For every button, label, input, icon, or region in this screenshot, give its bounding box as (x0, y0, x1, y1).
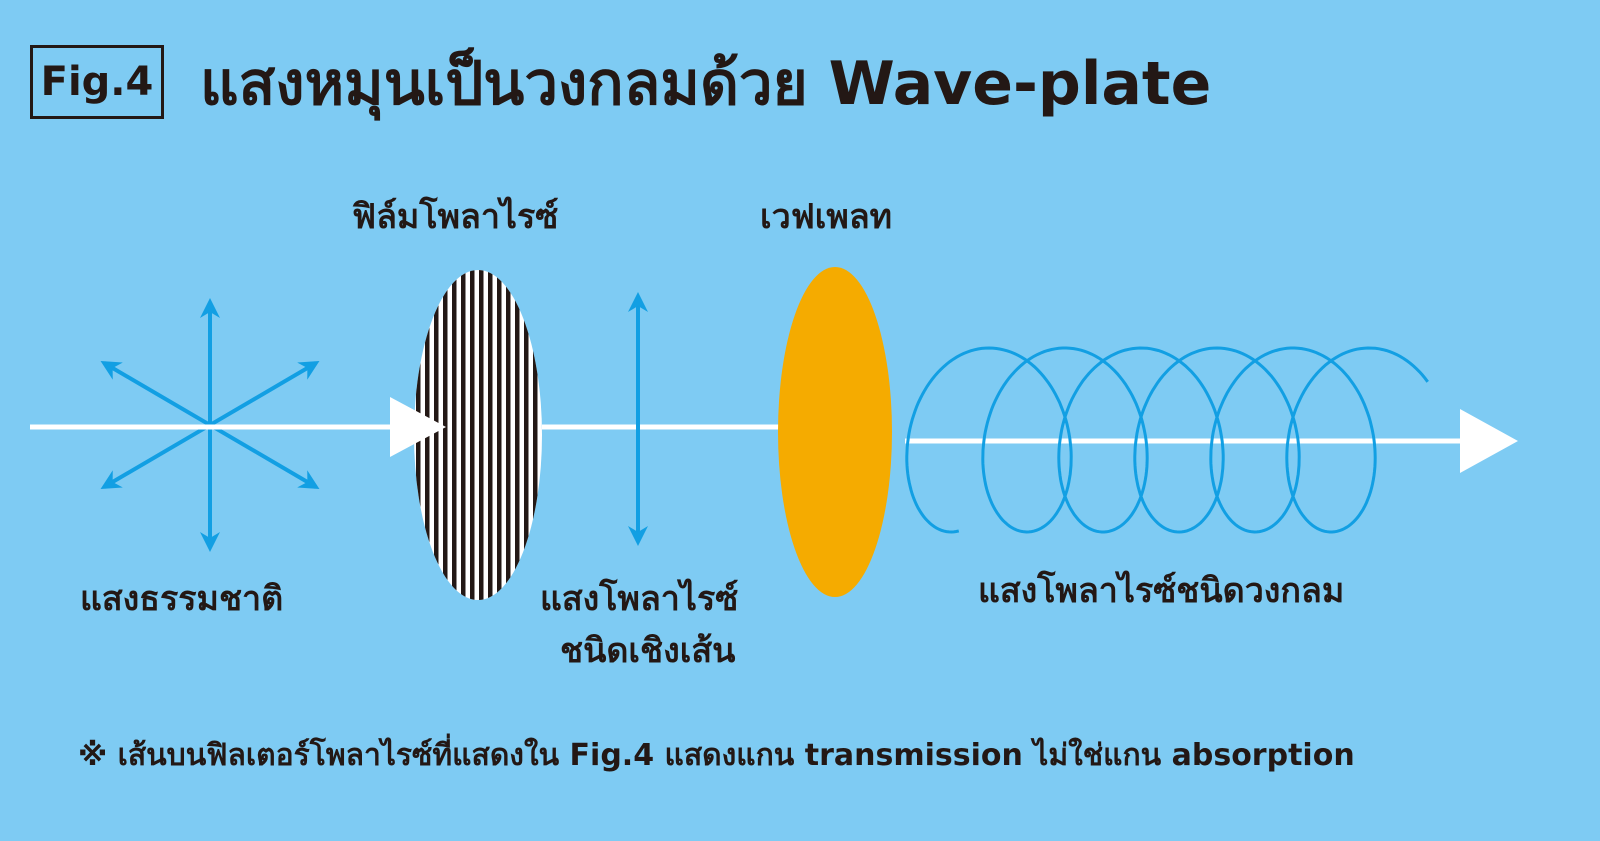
polarizer-stripe (506, 270, 511, 600)
polarizer-stripe (515, 270, 520, 600)
polarizer-stripe (533, 270, 538, 600)
circular-polarization-helix (905, 346, 1429, 534)
polarizer-stripe (461, 270, 466, 600)
polarizer-stripe (470, 270, 475, 600)
label-natural-light: แสงธรรมชาติ (80, 579, 284, 619)
footnote: ※ เส้นบนฟิลเตอร์โพลาไรซ์ที่แสดงใน Fig.4 … (78, 738, 1355, 773)
figure-label: Fig.4 (30, 45, 164, 119)
arrowhead-1 (390, 397, 446, 457)
wave-plate-icon (778, 267, 892, 597)
label-linear-polarized: แสงโพลาไรซ์ (540, 579, 739, 619)
polarizer-stripe (479, 270, 484, 600)
label-polarizer-film: ฟิล์มโพลาไรซ์ (352, 197, 559, 237)
polarizer-film-icon (414, 260, 547, 610)
polarizer-stripe (443, 270, 448, 600)
arrowhead-3 (1460, 409, 1518, 473)
page-title: แสงหมุนเป็นวงกลมด้วย Wave-plate (200, 49, 1212, 119)
polarizer-stripe (434, 270, 439, 600)
polarizer-stripe (452, 270, 457, 600)
polarizer-stripe (524, 270, 529, 600)
label-linear-polarized-2: ชนิดเชิงเส้น (560, 631, 736, 671)
polarizer-stripe (497, 270, 502, 600)
polarizer-stripe (488, 270, 493, 600)
polarizer-stripe (542, 260, 547, 610)
label-circular-polarized: แสงโพลาไรซ์ชนิดวงกลม (978, 571, 1345, 611)
label-wave-plate: เวฟเพลท (760, 197, 893, 237)
